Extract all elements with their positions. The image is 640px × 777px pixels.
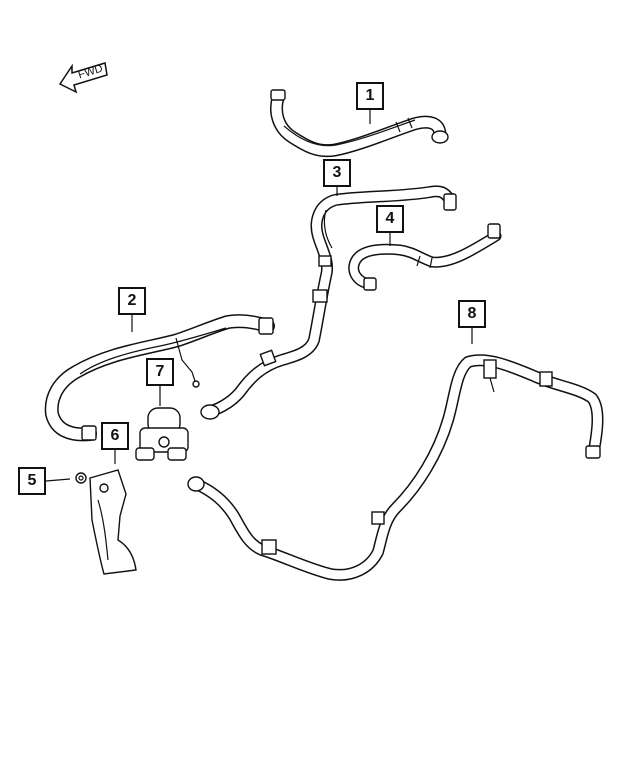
fwd-arrow-icon	[58, 62, 108, 94]
nut-5	[75, 472, 87, 484]
callout-1: 1	[356, 82, 384, 110]
bracket-6	[89, 469, 137, 575]
hose-3	[200, 185, 457, 420]
hose-4	[348, 223, 502, 291]
valve-7	[135, 407, 189, 461]
callout-4: 4	[376, 205, 404, 233]
callout-6: 6	[101, 422, 129, 450]
callout-3: 3	[323, 159, 351, 187]
callout-2: 2	[118, 287, 146, 315]
hose-1	[270, 89, 449, 158]
hose-2	[44, 314, 275, 442]
callout-8: 8	[458, 300, 486, 328]
hose-8	[187, 354, 604, 581]
callout-7: 7	[146, 358, 174, 386]
leader-lines	[45, 108, 473, 482]
callout-5: 5	[18, 467, 46, 495]
